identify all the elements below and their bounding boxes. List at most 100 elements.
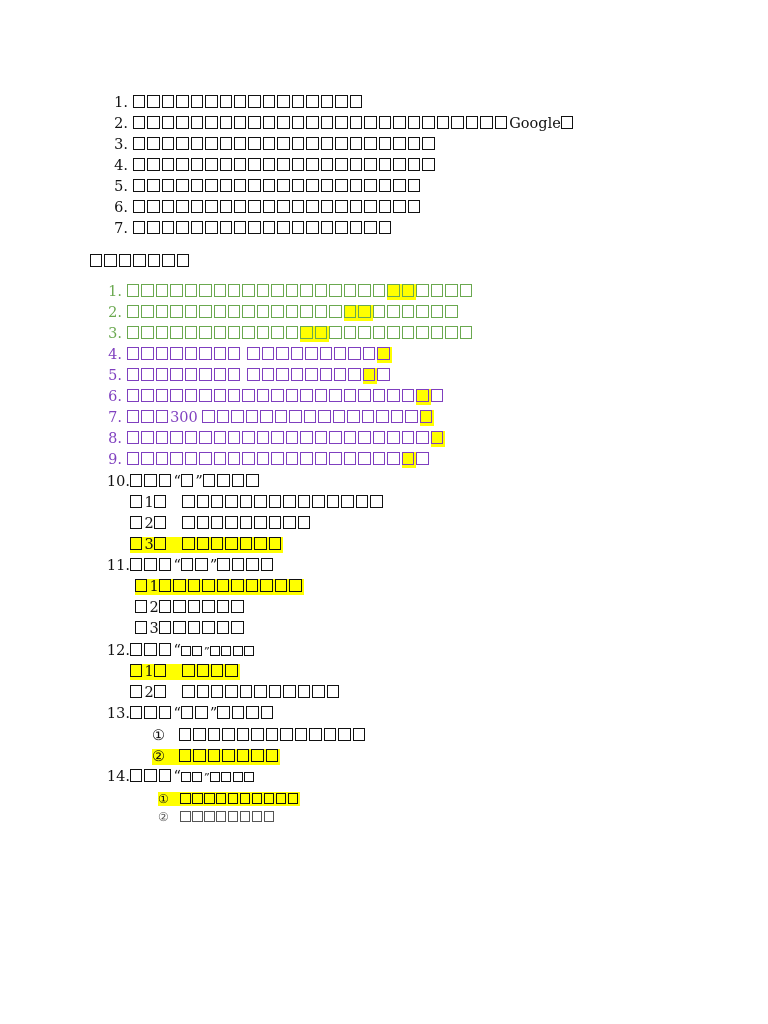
unreadable-glyph	[378, 137, 392, 151]
unreadable-glyph	[364, 200, 377, 214]
unreadable-glyph	[329, 431, 342, 445]
unreadable-glyph	[184, 347, 198, 361]
unreadable-glyph	[231, 474, 245, 488]
unreadable-glyph	[126, 452, 140, 466]
unreadable-glyph	[141, 368, 154, 382]
unreadable-glyph	[147, 221, 160, 235]
unreadable-glyph	[393, 179, 406, 193]
unreadable-glyph	[205, 200, 218, 214]
unreadable-glyph	[192, 645, 203, 657]
unreadable-glyph	[248, 116, 261, 130]
highlight-mark	[377, 347, 392, 363]
sub-item: 2	[130, 515, 312, 533]
sub-item: ②	[152, 748, 281, 766]
unreadable-glyph	[234, 221, 247, 235]
unreadable-glyph	[176, 200, 189, 214]
unreadable-glyph	[228, 793, 239, 805]
unreadable-glyph	[141, 431, 154, 445]
unreadable-glyph	[358, 305, 371, 319]
unreadable-glyph	[213, 305, 226, 319]
unreadable-glyph	[343, 284, 357, 298]
unreadable-glyph	[147, 158, 160, 172]
sub-item: ①	[158, 790, 301, 808]
unreadable-glyph	[246, 558, 259, 572]
unreadable-glyph	[393, 137, 406, 151]
list-item: 7. 300	[0, 409, 435, 427]
list-item: 3.	[0, 136, 437, 154]
unreadable-glyph	[277, 158, 290, 172]
unreadable-glyph	[199, 368, 212, 382]
unreadable-glyph	[244, 771, 255, 783]
unreadable-glyph	[193, 749, 206, 763]
unreadable-glyph	[320, 179, 334, 193]
unreadable-glyph	[147, 254, 161, 268]
unreadable-glyph	[277, 116, 290, 130]
unreadable-glyph	[335, 116, 348, 130]
unreadable-glyph	[147, 116, 160, 130]
unreadable-glyph	[334, 368, 347, 382]
list-item: 4.	[0, 346, 392, 364]
unreadable-glyph	[407, 116, 421, 130]
unreadable-glyph	[176, 137, 189, 151]
unreadable-glyph	[193, 728, 206, 742]
unreadable-glyph	[416, 431, 429, 445]
unreadable-glyph	[225, 685, 238, 699]
unreadable-glyph	[422, 116, 435, 130]
unreadable-glyph	[329, 389, 342, 403]
unreadable-glyph	[202, 410, 215, 424]
unreadable-glyph	[480, 116, 493, 130]
unreadable-glyph	[319, 368, 332, 382]
unreadable-glyph	[161, 158, 175, 172]
unreadable-glyph	[205, 95, 218, 109]
list-item: 2. Google	[0, 115, 575, 133]
highlight-mark	[401, 452, 417, 468]
unreadable-glyph	[277, 221, 290, 235]
unreadable-glyph	[182, 685, 195, 699]
unreadable-glyph	[176, 254, 190, 268]
unreadable-glyph	[126, 431, 140, 445]
unreadable-glyph	[300, 389, 313, 403]
unreadable-glyph	[335, 200, 348, 214]
unreadable-glyph	[260, 558, 274, 572]
unreadable-glyph	[297, 685, 311, 699]
unreadable-glyph	[196, 685, 209, 699]
unreadable-glyph	[332, 410, 346, 424]
unreadable-glyph	[364, 179, 377, 193]
unreadable-glyph	[180, 811, 191, 823]
unreadable-glyph	[158, 579, 172, 593]
unreadable-glyph	[147, 179, 160, 193]
unreadable-glyph	[320, 116, 334, 130]
unreadable-glyph	[173, 600, 186, 614]
unreadable-glyph	[459, 326, 473, 340]
unreadable-glyph	[248, 179, 261, 193]
sub-item: 3	[135, 620, 246, 638]
unreadable-glyph	[216, 579, 230, 593]
unreadable-glyph	[132, 116, 146, 130]
unreadable-glyph	[213, 326, 226, 340]
unreadable-glyph	[126, 347, 140, 361]
unreadable-glyph	[184, 452, 198, 466]
unreadable-glyph	[118, 254, 132, 268]
unreadable-glyph	[176, 158, 189, 172]
list-item: 3.	[0, 325, 474, 343]
unreadable-glyph	[155, 305, 169, 319]
list-item: 14.“”	[0, 768, 256, 786]
unreadable-glyph	[335, 221, 348, 235]
unreadable-glyph	[343, 305, 357, 319]
unreadable-glyph	[349, 158, 363, 172]
unreadable-glyph	[349, 221, 363, 235]
unreadable-glyph	[153, 664, 167, 678]
unreadable-glyph	[329, 284, 342, 298]
unreadable-glyph	[192, 793, 203, 805]
unreadable-glyph	[358, 452, 371, 466]
unreadable-glyph	[184, 431, 198, 445]
unreadable-glyph	[239, 537, 253, 551]
unreadable-glyph	[155, 452, 169, 466]
unreadable-glyph	[133, 254, 146, 268]
unreadable-glyph	[416, 389, 429, 403]
unreadable-glyph	[320, 137, 334, 151]
unreadable-glyph	[262, 137, 276, 151]
unreadable-glyph	[135, 600, 148, 614]
unreadable-glyph	[300, 305, 313, 319]
sub-item: ②	[158, 808, 276, 826]
